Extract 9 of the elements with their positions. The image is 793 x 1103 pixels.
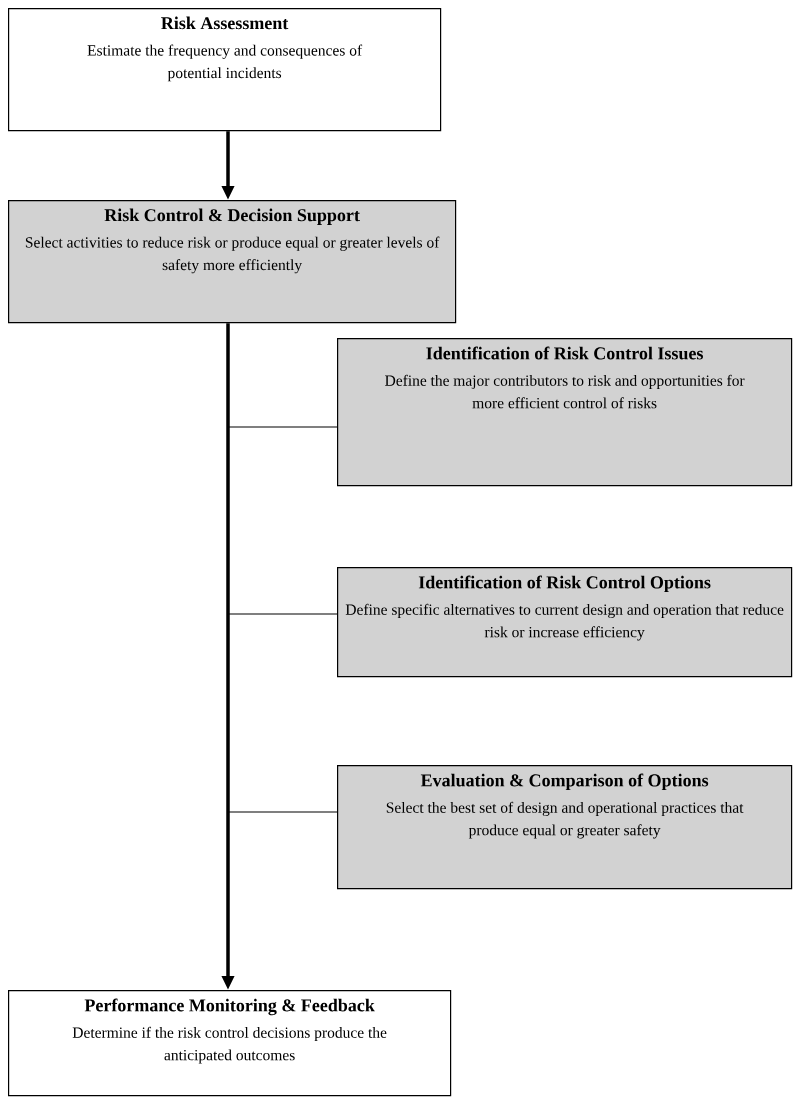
connector-line	[227, 613, 338, 615]
connector-line	[227, 811, 338, 813]
process-box: Identification of Risk Control Issues Define the major contributors to risk and opportunities for more efficient control of risks	[337, 338, 793, 487]
process-box: Risk Control & Decision Support Select activities to reduce risk or produce equal or greater levels of safety more efficiently	[8, 200, 457, 324]
process-box: Identification of Risk Control Options Define specific alternatives to current design and operation that reduce risk or increase efficiency	[337, 567, 793, 678]
process-box: Performance Monitoring & Feedback Determine if the risk control decisions produce the anticipated outcomes	[8, 990, 452, 1097]
process-box: Evaluation & Comparison of Options Select the best set of design and operational practices that produce equal or greater safety	[337, 765, 793, 890]
process-box: Risk Assessment Estimate the frequency and consequences of potential incidents	[8, 8, 442, 132]
connector-line	[227, 426, 338, 428]
